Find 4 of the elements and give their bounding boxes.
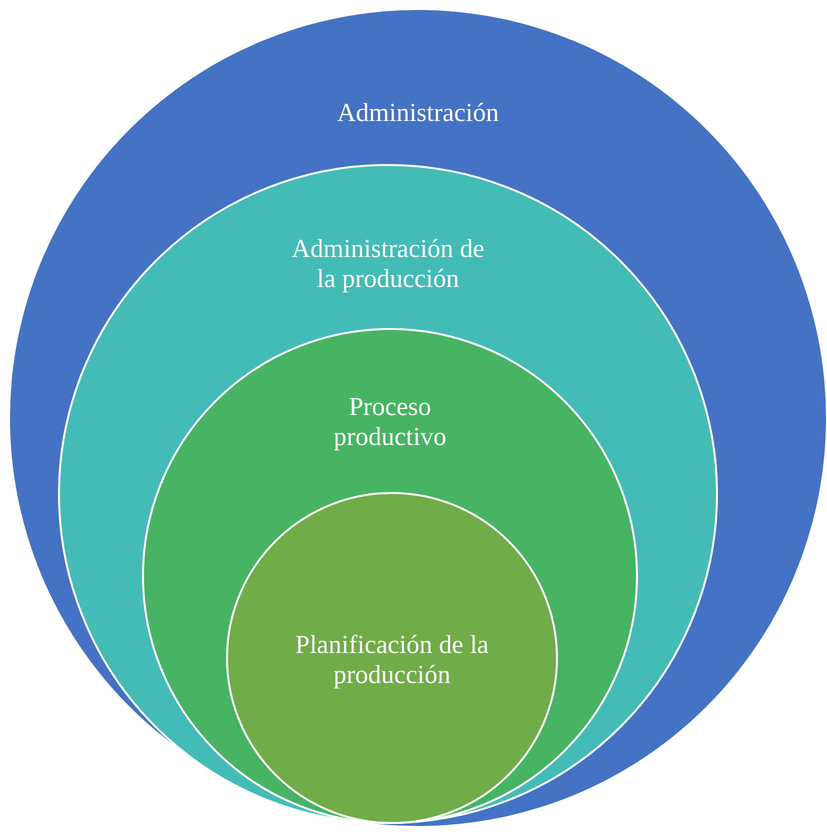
circle-label: Proceso productivo — [332, 392, 448, 452]
circle-label: Planificación de la producción — [294, 630, 490, 690]
circle-label: Administración de la producción — [290, 234, 486, 294]
circle-label: Administración — [336, 98, 500, 128]
